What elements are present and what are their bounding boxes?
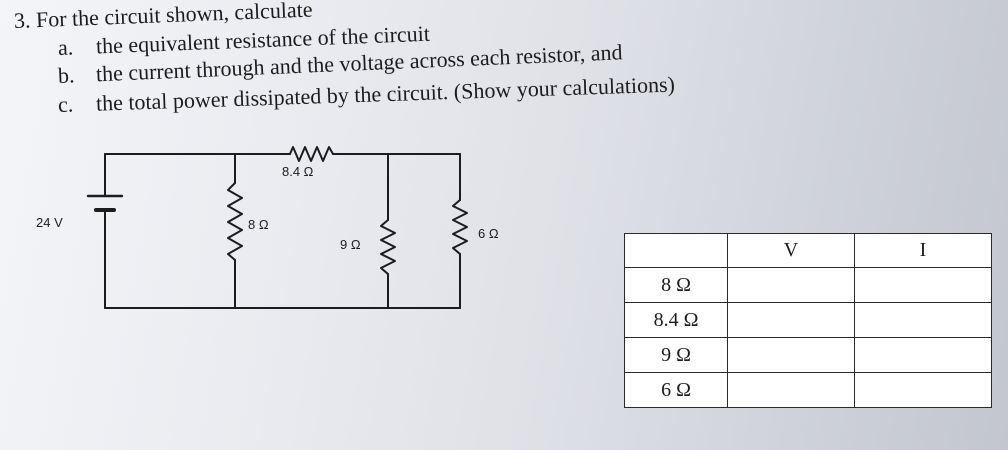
current-cell[interactable] (854, 267, 992, 303)
resistor-6-zigzag (452, 199, 468, 255)
resistor-8-zigzag (227, 182, 243, 261)
voltage-cell[interactable] (727, 337, 855, 373)
resistor-6-label: 6 Ω (478, 226, 499, 241)
current-cell[interactable] (854, 302, 992, 338)
source-voltage-label: 24 V (36, 215, 63, 230)
row-resistor-cell: 8.4 Ω (624, 302, 728, 338)
row-resistor-cell: 8 Ω (624, 267, 728, 303)
table-header-row: V I (624, 233, 992, 268)
voltage-cell[interactable] (727, 302, 855, 338)
voltage-cell[interactable] (727, 372, 855, 408)
header-current: I (854, 233, 992, 268)
resistor-9-label: 9 Ω (340, 237, 361, 252)
table-row: 8.4 Ω (624, 302, 992, 338)
table-row: 9 Ω (624, 337, 992, 373)
current-cell[interactable] (854, 337, 992, 373)
row-resistor-cell: 6 Ω (624, 372, 728, 408)
resistor-8-label: 8 Ω (248, 217, 269, 232)
resistor-8-4-label: 8.4 Ω (282, 164, 314, 179)
header-resistor (624, 233, 728, 268)
voltage-cell[interactable] (727, 267, 855, 303)
resistor-9-zigzag (380, 219, 396, 275)
header-voltage: V (727, 233, 855, 268)
table-row: 6 Ω (624, 372, 992, 408)
answer-table: V I 8 Ω 8.4 Ω 9 Ω 6 Ω (624, 233, 992, 408)
row-resistor-cell: 9 Ω (624, 337, 728, 373)
resistor-8-4-zigzag (289, 146, 334, 162)
table-row: 8 Ω (624, 267, 992, 303)
current-cell[interactable] (854, 372, 992, 408)
